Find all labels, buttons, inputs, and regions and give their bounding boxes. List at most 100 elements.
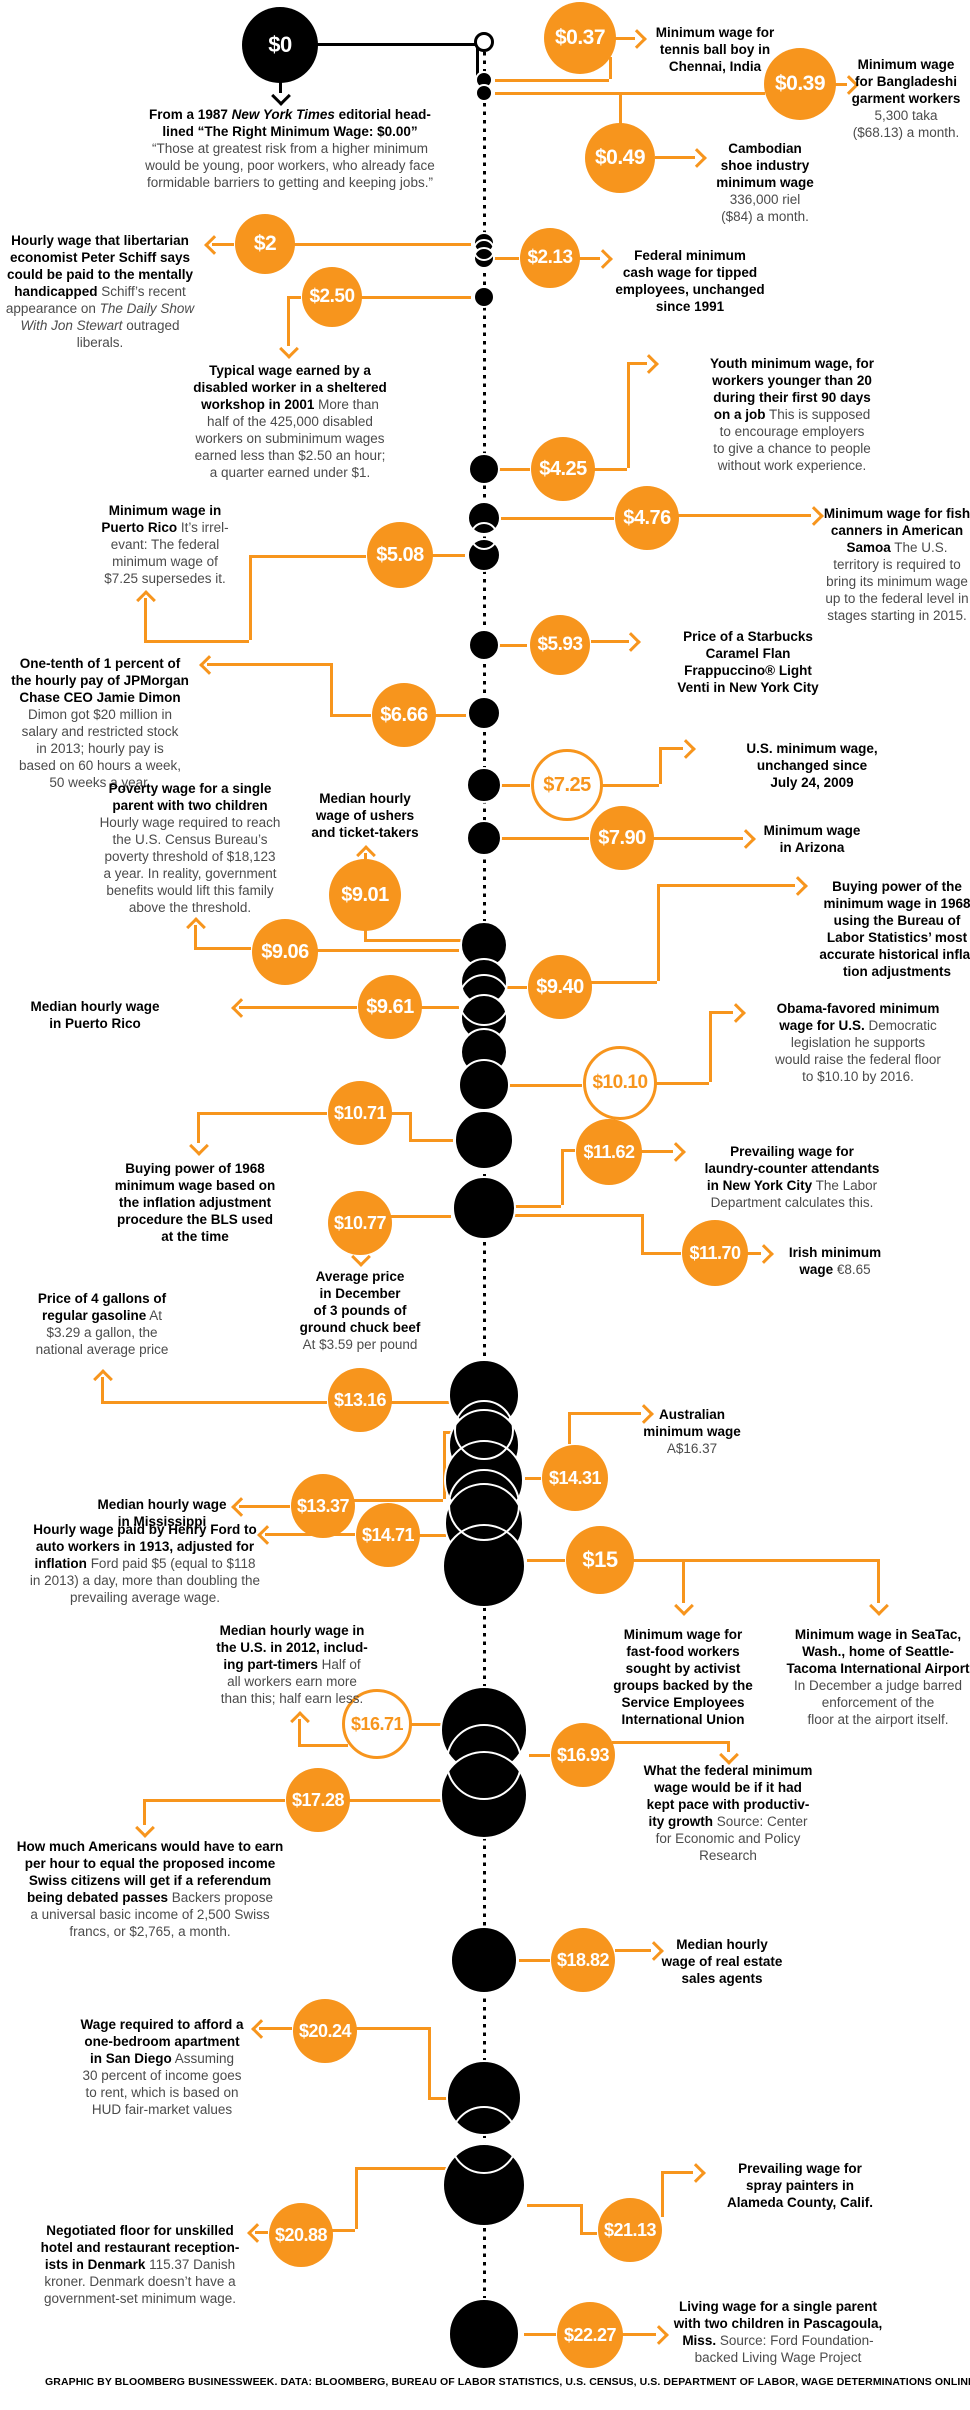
note-text-run: legislation he supports: [790, 1035, 926, 1050]
connector-line: [442, 1430, 446, 1499]
note-text-run: Source: Center: [712, 1814, 808, 1829]
value-circle-$9.40: $9.40: [528, 955, 592, 1019]
note-text-run: Minimum wage for: [623, 1627, 743, 1642]
overlap-ring: [454, 1400, 514, 1460]
note-line: Obama-favored minimum: [648, 1000, 970, 1017]
note-text-run: Minimum wage: [763, 823, 861, 838]
note-text-run: Backers propose: [167, 1890, 274, 1905]
note-text-run: salary and restricted stock: [21, 724, 179, 739]
spine-dot: [466, 767, 502, 803]
connector-line: [579, 2231, 597, 2235]
note-text-run: Buying power of 1968: [125, 1161, 265, 1176]
note-line: parent with two children: [0, 797, 400, 814]
note-line: sought by activist: [473, 1660, 893, 1677]
note-line: In December a judge barred: [668, 1677, 970, 1694]
note-line: unchanged since: [602, 757, 970, 774]
connector-line: [297, 1743, 348, 1747]
value-circle-$10.71: $10.71: [328, 1081, 392, 1145]
value-circle-$13.16: $13.16: [328, 1368, 392, 1432]
note-text-run: unchanged since: [756, 758, 868, 773]
value-circle-$7.90: $7.90: [590, 806, 654, 870]
connector-line: [708, 1010, 712, 1082]
note-text-run: in December: [319, 1286, 401, 1301]
note-text-run: “Those at greatest risk from a higher mi…: [151, 141, 429, 156]
note-line: minimum wage: [555, 174, 970, 191]
note-text-run: Median hourly wage: [97, 1497, 227, 1512]
note-line: in Arizona: [602, 839, 970, 856]
note-line: ground chuck beef: [150, 1319, 570, 1336]
note-text-run: Negotiated floor for unskilled: [46, 2223, 234, 2238]
note-line: tennis ball boy in: [505, 41, 925, 58]
note-line: Typical wage earned by a: [80, 362, 500, 379]
note-line: during their first 90 days: [582, 389, 970, 406]
note-text-run: kroner. Denmark doesn’t have a: [44, 2274, 236, 2289]
note-text-run: a universal basic income of 2,500 Swiss: [30, 1907, 270, 1922]
note-line: evant: The federal: [0, 536, 375, 553]
note-text-run: the hourly pay of JPMorgan: [11, 673, 189, 688]
note-line: garment workers: [696, 90, 970, 107]
note-text-run: government-set minimum wage.: [43, 2291, 237, 2306]
note-text-run: From a 1987: [149, 107, 232, 122]
value-circle-$4.76: $4.76: [615, 486, 679, 550]
note-text-run: Minimum wage: [857, 57, 955, 72]
note-line: the hourly pay of JPMorgan: [0, 672, 310, 689]
note-line: Venti in New York City: [538, 679, 958, 696]
note-text-run: employees, unchanged: [615, 282, 765, 297]
note-text-run: in 2013; hourly pay is: [36, 741, 164, 756]
note-text-run: laundry-counter attendants: [704, 1161, 880, 1176]
note-text-run: editorial head-: [334, 107, 431, 122]
note-text-run: wage of real estate: [661, 1954, 783, 1969]
connector-line: [390, 1111, 409, 1115]
note-text-run: the U.S. Census Bureau’s: [112, 832, 268, 847]
note-text-run: workers younger than 20: [712, 373, 872, 388]
note-text-run: workshop in 2001: [201, 397, 315, 412]
note-text-run: using the Bureau of: [833, 913, 961, 928]
note-text-run: Frappuccino® Light: [684, 663, 812, 678]
connector-line: [390, 1400, 449, 1404]
note-line: based on 60 hours a week,: [0, 757, 310, 774]
note-line: Cambodian: [555, 140, 970, 157]
connector-line: [500, 516, 614, 520]
note-text-run: for Economic and Policy: [655, 1831, 801, 1846]
note-text-run: Samoa: [846, 540, 891, 555]
connector-line: [608, 56, 612, 79]
spine-dot: [475, 84, 493, 102]
note-line: Minimum wage for fish: [687, 505, 970, 522]
note-text-run: Labor Statistics’ most: [826, 930, 968, 945]
note-text-run: garment workers: [851, 91, 961, 106]
note-line: for Bangladeshi: [696, 73, 970, 90]
note-text-run: would be young, poor workers, who alread…: [145, 158, 435, 173]
note-text-run: Cambodian: [728, 141, 802, 156]
note-line: national average price: [0, 1341, 312, 1358]
note-text-run: of 3 pounds of: [313, 1303, 407, 1318]
note-line: Median hourly: [155, 790, 575, 807]
value-circle-$20.24: $20.24: [293, 1999, 357, 2063]
connector-line: [510, 1204, 561, 1208]
note-line: $3.29 a gallon, the: [0, 1324, 312, 1341]
note-line: one-bedroom apartment: [0, 2033, 372, 2050]
note-text-run: It’s irrel-: [177, 520, 229, 535]
note-text-run: Prevailing wage for: [738, 2161, 862, 2176]
note-line: wage of real estate: [512, 1953, 932, 1970]
note-line: HUD fair-market values: [0, 2101, 372, 2118]
note-text-run: Caramel Flan: [705, 646, 791, 661]
note-text-run: economist Peter Schiff says: [9, 250, 191, 265]
connector-line: [660, 2170, 693, 2174]
connector-line: [196, 1111, 200, 1143]
note-line: Wage required to afford a: [0, 2016, 372, 2033]
note-text-run: during their first 90 days: [713, 390, 871, 405]
spine-dot: [466, 820, 502, 856]
note-line: 30 percent of income goes: [0, 2067, 372, 2084]
note-text-run: Chennai, India: [668, 59, 762, 74]
note-line: bring its minimum wage: [687, 573, 970, 590]
note-text-run: Puerto Rico: [101, 520, 178, 535]
connector-line: [560, 1148, 564, 1205]
note-text-run: Prevailing wage for: [730, 1144, 854, 1159]
note-line: Price of a Starbucks: [538, 628, 958, 645]
note-text-run: Democratic: [864, 1018, 937, 1033]
connector-line: [498, 643, 527, 647]
